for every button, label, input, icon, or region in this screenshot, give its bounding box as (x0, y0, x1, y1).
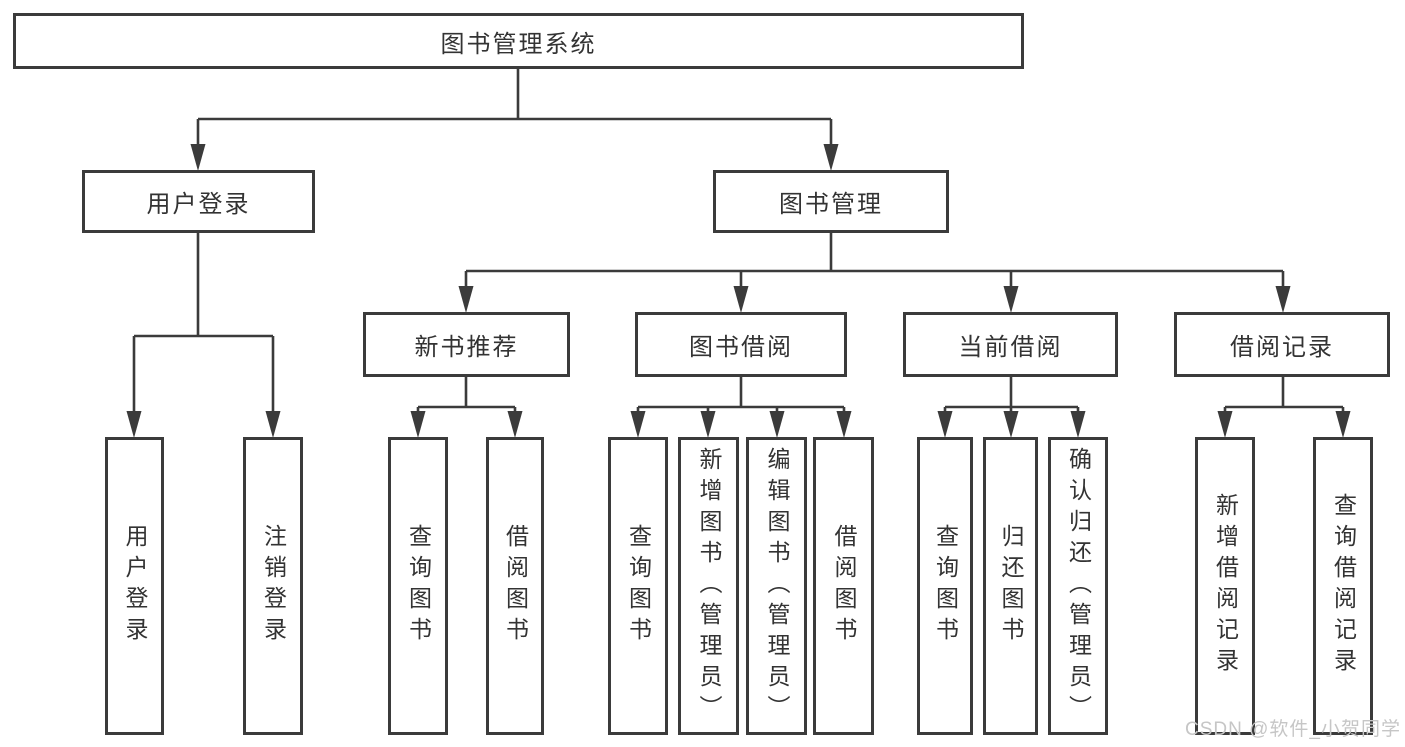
leaf-edit-books-admin-label: 编辑图书（管理员） (764, 446, 790, 726)
leaf-confirm-return-admin-label: 确认归还（管理员） (1065, 446, 1092, 726)
watermark: CSDN @软件_小贺同学 (1185, 719, 1401, 740)
leaf-confirm-return-admin: 确认归还（管理员） (1048, 437, 1108, 735)
leaf-user-login: 用户登录 (105, 437, 164, 735)
leaf-query-books-recommend-label: 查询图书 (405, 524, 432, 648)
leaf-return-books: 归还图书 (983, 437, 1038, 735)
leaf-return-books-label: 归还图书 (998, 524, 1024, 648)
leaf-borrow-books: 借阅图书 (813, 437, 874, 735)
leaf-query-borrow-record-label: 查询借阅记录 (1330, 493, 1357, 679)
leaf-add-borrow-record: 新增借阅记录 (1195, 437, 1255, 735)
node-library-management-system: 图书管理系统 (13, 13, 1024, 69)
leaf-borrow-books-recommend-label: 借阅图书 (502, 524, 529, 648)
leaf-query-borrow-record: 查询借阅记录 (1313, 437, 1373, 735)
leaf-query-books-current: 查询图书 (917, 437, 973, 735)
leaf-query-books-current-label: 查询图书 (932, 524, 959, 648)
node-user-login: 用户登录 (82, 170, 315, 233)
node-current-borrow: 当前借阅 (903, 312, 1118, 377)
leaf-add-books-admin-label: 新增图书（管理员） (696, 446, 722, 726)
leaf-user-login-label: 用户登录 (122, 524, 148, 648)
leaf-add-borrow-record-label: 新增借阅记录 (1212, 493, 1239, 679)
leaf-borrow-books-label: 借阅图书 (831, 524, 857, 648)
node-borrow-records: 借阅记录 (1174, 312, 1390, 377)
node-book-management: 图书管理 (713, 170, 949, 233)
leaf-borrow-books-recommend: 借阅图书 (486, 437, 544, 735)
leaf-query-books-borrow-label: 查询图书 (625, 524, 652, 648)
arrowheads (126, 144, 1351, 438)
leaf-logout: 注销登录 (243, 437, 303, 735)
leaf-edit-books-admin: 编辑图书（管理员） (746, 437, 807, 735)
leaf-logout-label: 注销登录 (260, 524, 287, 648)
node-book-borrow: 图书借阅 (635, 312, 847, 377)
node-new-book-recommend: 新书推荐 (363, 312, 570, 377)
leaf-query-books-borrow: 查询图书 (608, 437, 668, 735)
leaf-query-books-recommend: 查询图书 (388, 437, 448, 735)
leaf-add-books-admin: 新增图书（管理员） (678, 437, 739, 735)
